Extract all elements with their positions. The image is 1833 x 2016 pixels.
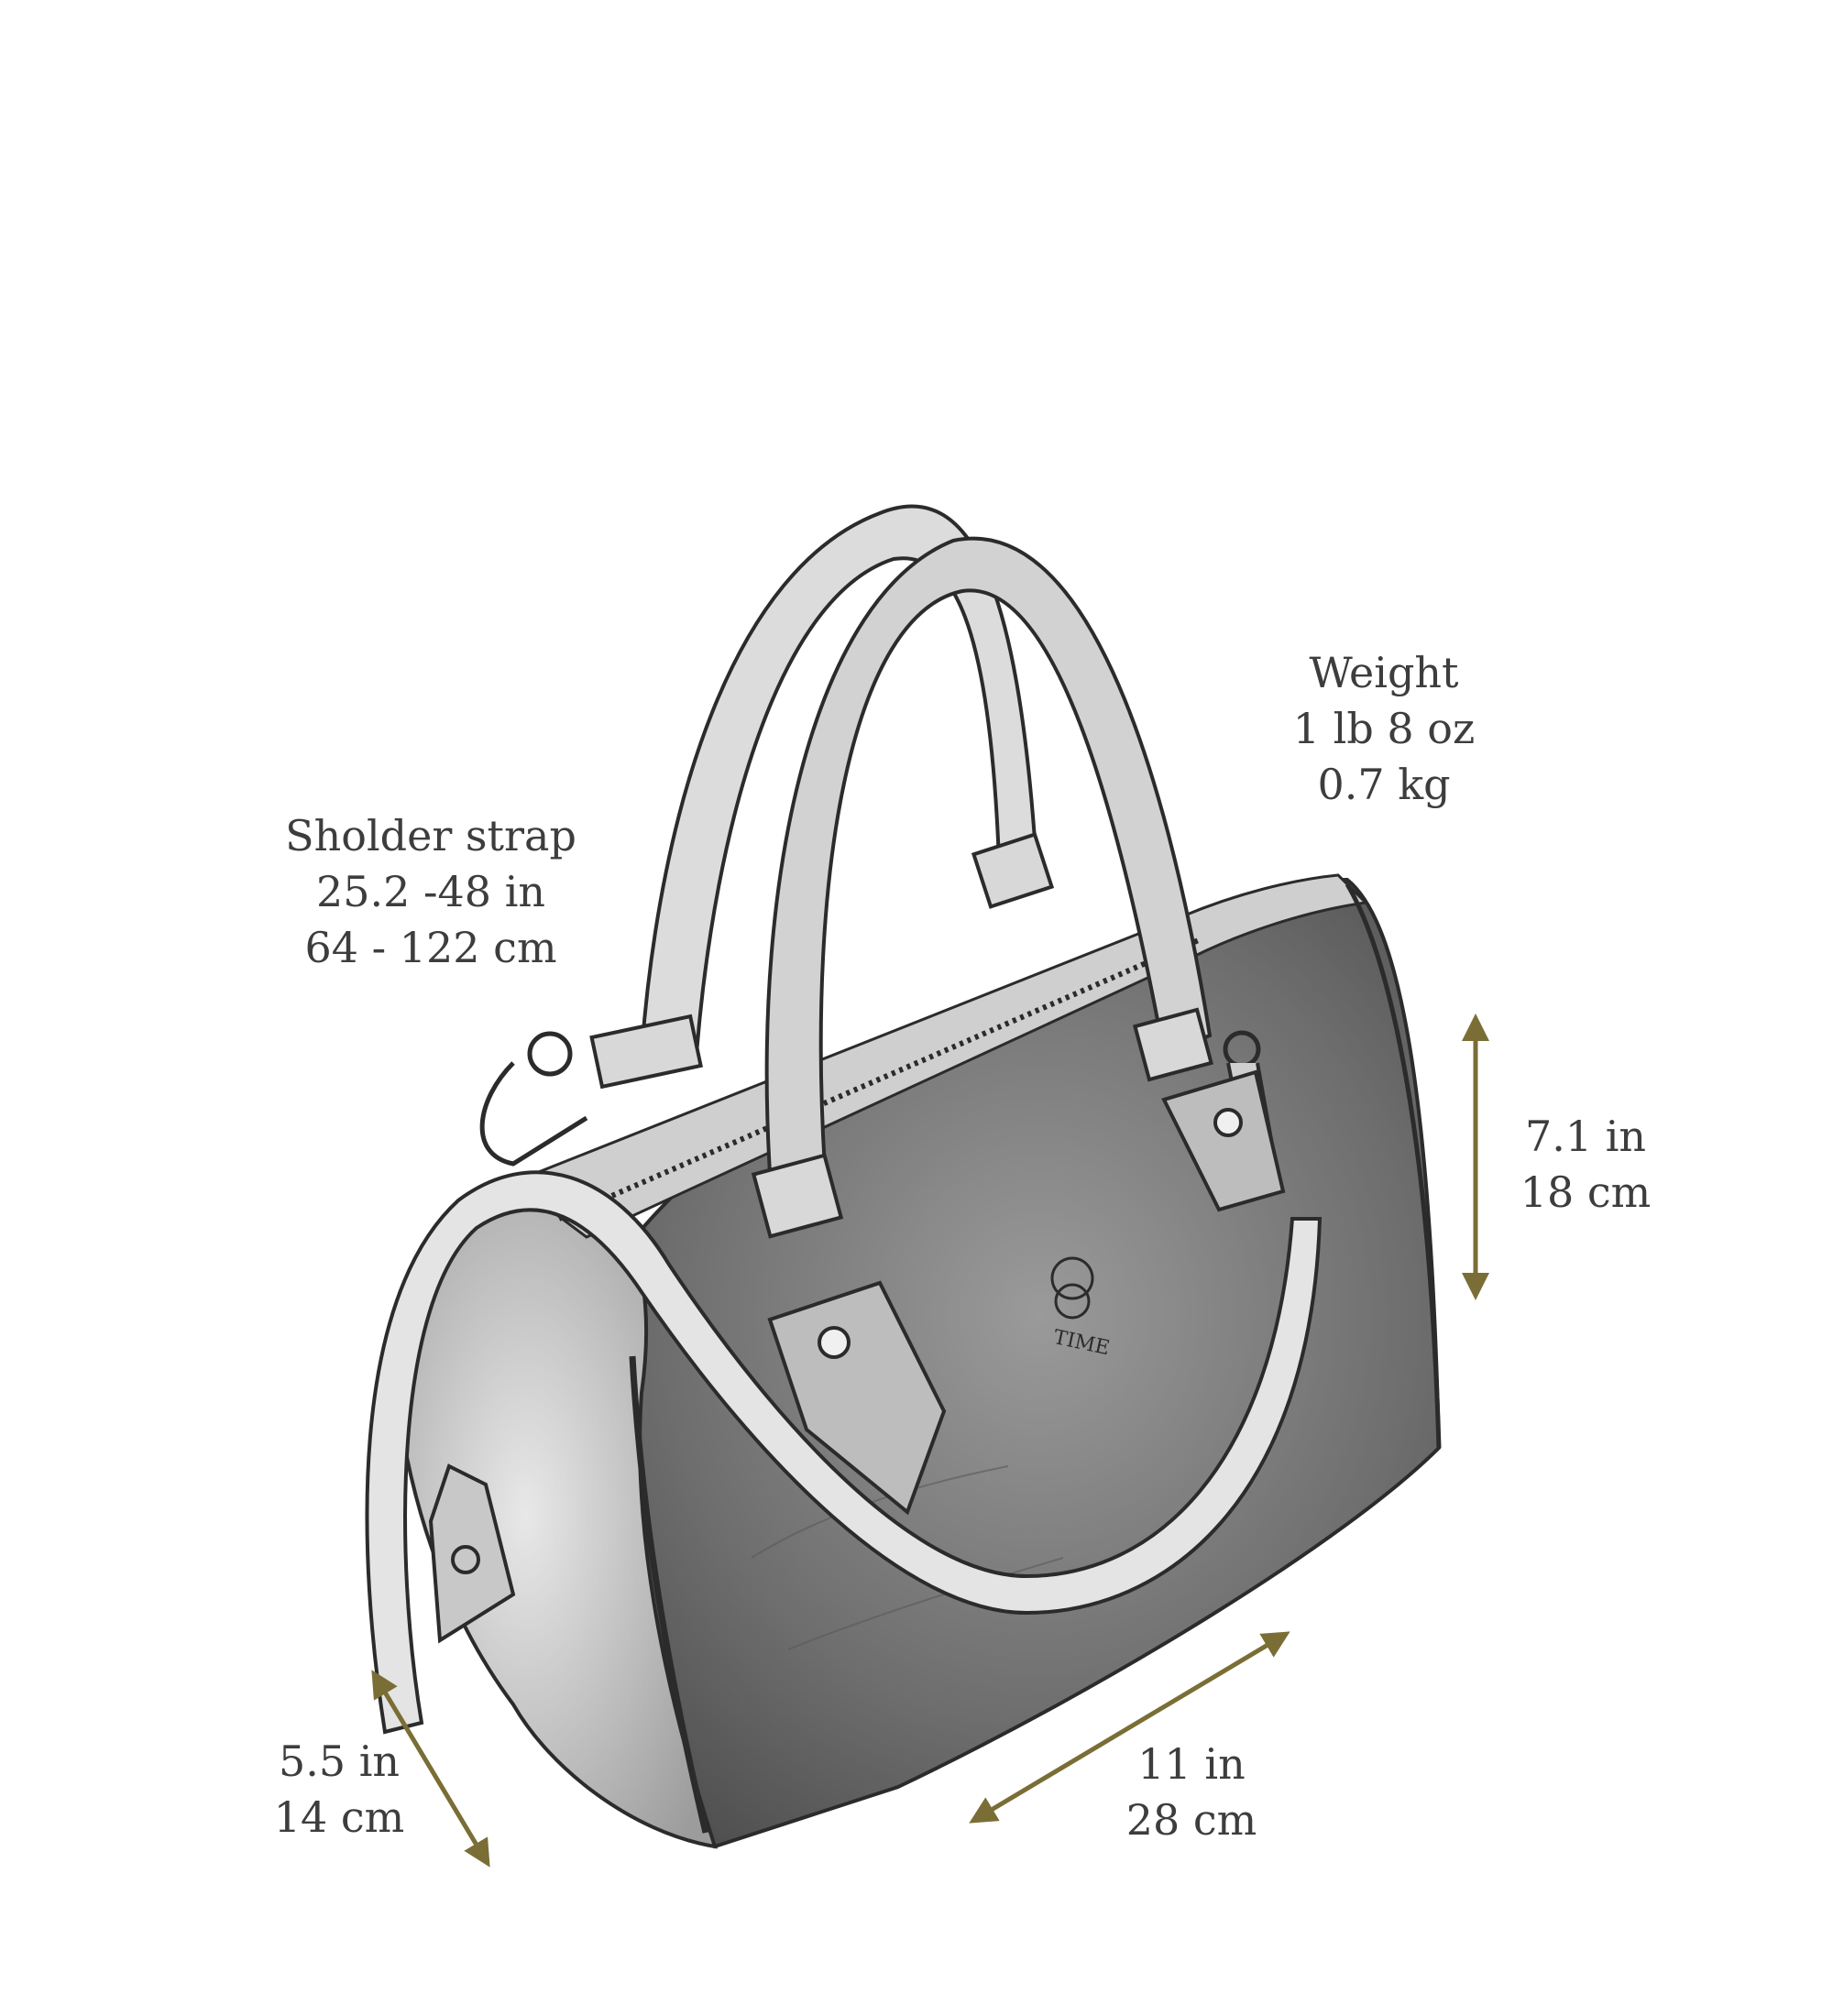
length-arrow bbox=[969, 1631, 1290, 1824]
back-handle bbox=[589, 504, 1055, 1090]
height-label: 7.1 in 18 cm bbox=[1503, 1109, 1668, 1221]
depth-metric: 14 cm bbox=[273, 1792, 405, 1842]
weight-metric: 0.7 kg bbox=[1317, 760, 1451, 809]
depth-arrow bbox=[371, 1670, 490, 1868]
depth-label: 5.5 in 14 cm bbox=[261, 1734, 417, 1846]
weight-imperial: 1 lb 8 oz bbox=[1292, 704, 1476, 753]
zipper-pull bbox=[428, 1463, 516, 1644]
height-metric: 18 cm bbox=[1520, 1167, 1652, 1217]
length-imperial: 11 in bbox=[1137, 1739, 1246, 1789]
length-label: 11 in 28 cm bbox=[1114, 1737, 1269, 1848]
shoulder-strap-metric: 64 - 122 cm bbox=[304, 923, 557, 972]
shoulder-strap-label: Sholder strap 25.2 -48 in 64 - 122 cm bbox=[275, 808, 587, 976]
length-metric: 28 cm bbox=[1125, 1795, 1257, 1845]
front-handle bbox=[751, 536, 1214, 1239]
weight-label: Weight 1 lb 8 oz 0.7 kg bbox=[1274, 645, 1494, 813]
front-tab bbox=[767, 1069, 1286, 1516]
shoulder-strap-title: Sholder strap bbox=[285, 811, 576, 860]
depth-imperial: 5.5 in bbox=[278, 1737, 401, 1786]
dimension-arrows bbox=[371, 1013, 1489, 1868]
shoulder-strap-imperial: 25.2 -48 in bbox=[315, 867, 546, 916]
weight-title: Weight bbox=[1309, 648, 1459, 697]
height-imperial: 7.1 in bbox=[1524, 1112, 1647, 1161]
